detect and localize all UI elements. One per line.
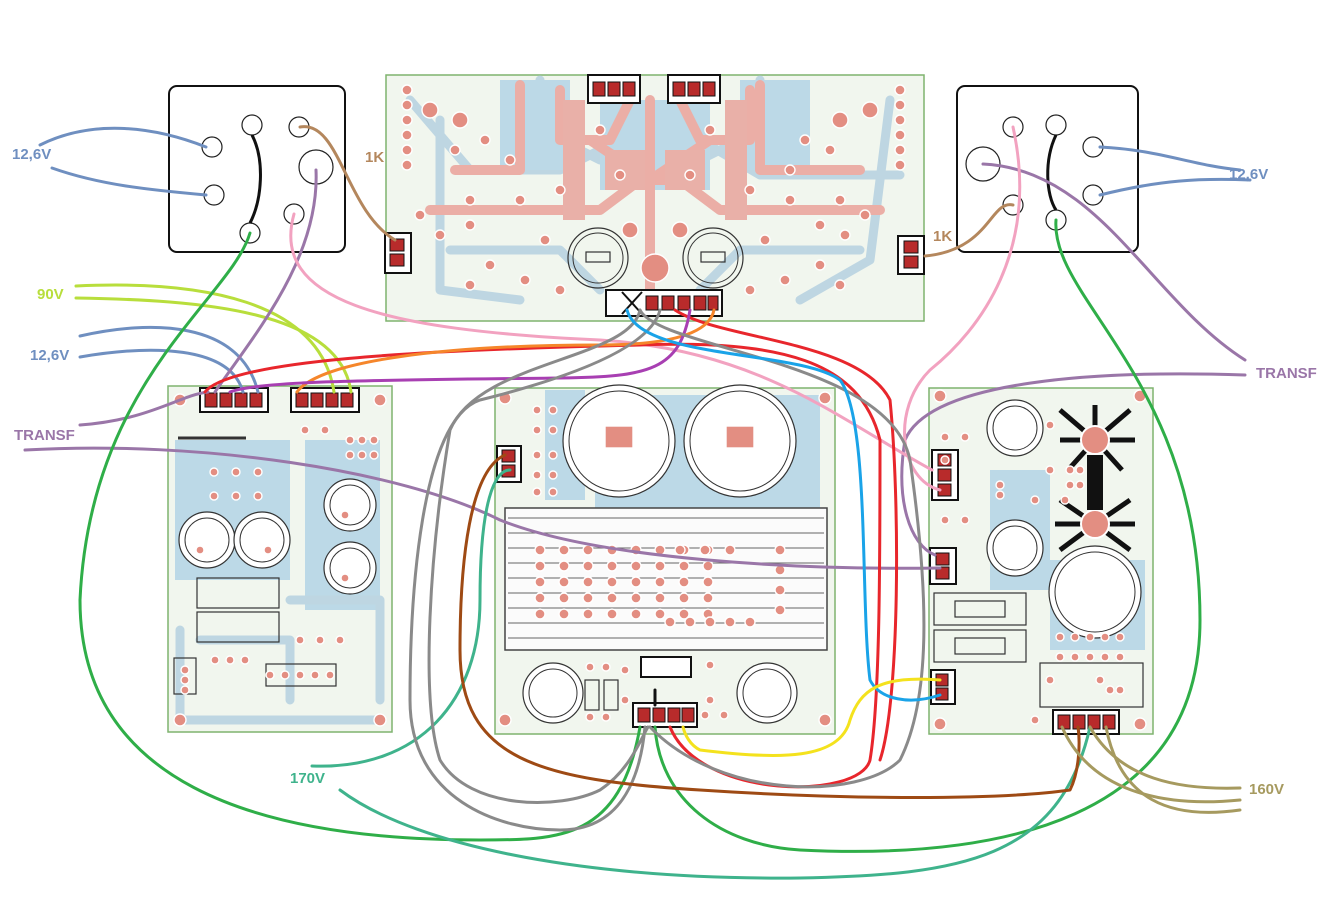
label-90v: 90V: [37, 286, 64, 303]
terminal-block-right-c: [930, 669, 956, 705]
tube-socket-left: [168, 85, 346, 253]
terminal-block-right-bottom: [1052, 709, 1120, 735]
pcb-left-heater-supply: [167, 385, 393, 733]
label-160v: 160V: [1249, 781, 1284, 798]
terminal-block-top-left: [384, 232, 412, 274]
label-1k-right: 1K: [933, 228, 952, 245]
wires: [23, 125, 1252, 880]
label-12v-right: 12,6V: [1229, 166, 1268, 183]
terminal-block-center-j1: [496, 445, 522, 483]
terminal-block-top-2: [667, 74, 721, 104]
pcb-right-bias-supply: [928, 387, 1154, 735]
heatsink-star-bottom: [1055, 497, 1135, 553]
terminal-block-left-b: [290, 387, 360, 413]
terminal-block-top-right: [897, 235, 925, 275]
tube-socket-right: [956, 85, 1139, 253]
terminal-block-center-bottom: [632, 702, 698, 728]
heatsink-star-top: [1058, 405, 1135, 472]
terminal-block-center-mid: [640, 656, 692, 678]
label-transf-left: TRANSF: [14, 427, 75, 444]
pcb-center-hv-supply: [494, 384, 836, 735]
label-12v-left-mid: 12,6V: [30, 347, 69, 364]
label-1k-left: 1K: [365, 149, 384, 166]
label-transf-right: TRANSF: [1256, 365, 1317, 382]
label-170v: 170V: [290, 770, 325, 787]
heatsink: [504, 507, 828, 651]
terminal-block-top-bottom: [605, 289, 723, 317]
pcb-amplifier: [384, 74, 925, 322]
terminal-block-top-1: [587, 74, 641, 104]
terminal-block-left-a: [199, 387, 269, 413]
label-12v-left-top: 12,6V: [12, 146, 51, 163]
